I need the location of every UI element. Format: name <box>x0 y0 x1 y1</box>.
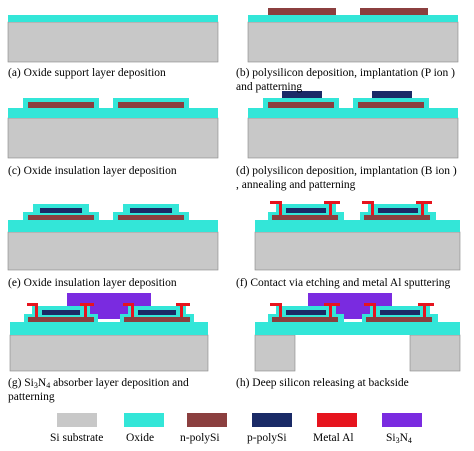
oxide-support-layer <box>8 15 218 22</box>
oxide-layer <box>8 220 218 232</box>
n-polysi-left <box>28 215 94 220</box>
metal-al-left <box>270 303 340 317</box>
panel-d-cross-section <box>247 91 459 159</box>
legend-swatch-npoly <box>187 413 227 427</box>
n-polysi-left <box>272 215 338 220</box>
panel-f-cross-section <box>254 201 461 271</box>
n-polysi-right <box>118 215 184 220</box>
n-polysi-left <box>268 102 334 108</box>
caption-f: (f) Contact via etching and metal Al spu… <box>236 277 451 289</box>
metal-al-right <box>123 303 190 317</box>
panel-b-cross-section <box>247 8 459 63</box>
caption-d-line2: , annealing and patterning <box>236 179 356 191</box>
p-polysi-left <box>282 91 322 98</box>
caption-a: (a) Oxide support layer deposition <box>8 67 166 79</box>
legend-swatch-oxide <box>124 413 164 427</box>
p-polysi-left <box>286 310 326 315</box>
caption-g-line1: (g) Si3N4 absorber layer deposition and <box>8 377 189 390</box>
si-substrate <box>247 117 459 159</box>
n-polysi-right <box>360 8 428 15</box>
n-polysi-right <box>364 215 430 220</box>
caption-g-line2: patterning <box>8 391 55 403</box>
metal-al-right <box>364 303 434 317</box>
p-polysi-right <box>378 208 418 213</box>
legend-swatch-ppoly <box>252 413 292 427</box>
legend-label-si3n4: Si3N4 <box>386 432 412 445</box>
panel-e-cross-section <box>7 204 219 271</box>
n-polysi-left <box>272 317 338 322</box>
n-polysi-right <box>124 317 190 322</box>
oxide-support-layer <box>248 15 458 22</box>
caption-d-line1: (d) polysilicon deposition, implantation… <box>236 165 457 177</box>
p-polysi-left <box>286 208 326 213</box>
si-substrate <box>7 231 219 271</box>
legend-swatch-al <box>317 413 357 427</box>
legend-label-si: Si substrate <box>50 432 104 444</box>
n-polysi-right <box>118 102 184 108</box>
panel-a-cross-section <box>7 15 219 63</box>
caption-c: (c) Oxide insulation layer deposition <box>8 165 177 177</box>
legend-label-npoly: n-polySi <box>180 432 220 444</box>
n-polysi-left <box>28 317 94 322</box>
panel-c-cross-section <box>7 98 219 159</box>
p-polysi-left <box>42 310 80 315</box>
oxide-layer <box>255 322 460 335</box>
metal-al-left <box>27 303 94 317</box>
oxide-layer <box>255 220 460 232</box>
si-substrate-right <box>409 334 461 372</box>
caption-d: (d) polysilicon deposition, implantation… <box>236 164 457 192</box>
caption-h: (h) Deep silicon releasing at backside <box>236 377 409 389</box>
panel-g-cross-section <box>9 293 209 372</box>
p-polysi-right <box>138 310 176 315</box>
legend-label-oxide: Oxide <box>126 432 155 444</box>
n-polysi-right <box>358 102 424 108</box>
caption-g: (g) Si3N4 absorber layer deposition and … <box>8 376 189 404</box>
metal-al-left <box>270 201 340 215</box>
caption-e: (e) Oxide insulation layer deposition <box>8 277 177 289</box>
caption-b: (b) polysilicon deposition, implantation… <box>236 66 455 94</box>
legend-swatch-si <box>57 413 97 427</box>
oxide-layer <box>248 108 458 118</box>
metal-al-right <box>362 201 432 215</box>
oxide-layer <box>10 322 208 335</box>
n-polysi-left <box>268 8 336 15</box>
n-polysi-left <box>28 102 94 108</box>
n-polysi-right <box>366 317 432 322</box>
si-substrate <box>7 21 219 63</box>
si-substrate <box>254 231 461 271</box>
legend-swatch-si3n4 <box>382 413 422 427</box>
panel-h-cross-section <box>254 293 461 372</box>
p-polysi-left <box>40 208 82 213</box>
si-substrate <box>7 117 219 159</box>
caption-b-line1: (b) polysilicon deposition, implantation… <box>236 67 456 79</box>
si-substrate <box>9 334 209 372</box>
p-polysi-right <box>380 310 420 315</box>
oxide-layer <box>8 108 218 118</box>
legend-label-al: Metal Al <box>313 432 354 444</box>
si-substrate <box>247 21 459 63</box>
si-substrate-left <box>254 334 296 372</box>
p-polysi-right <box>372 91 412 98</box>
legend-label-ppoly: p-polySi <box>247 432 287 444</box>
caption-b-line2: and patterning <box>236 81 303 93</box>
p-polysi-right <box>130 208 172 213</box>
